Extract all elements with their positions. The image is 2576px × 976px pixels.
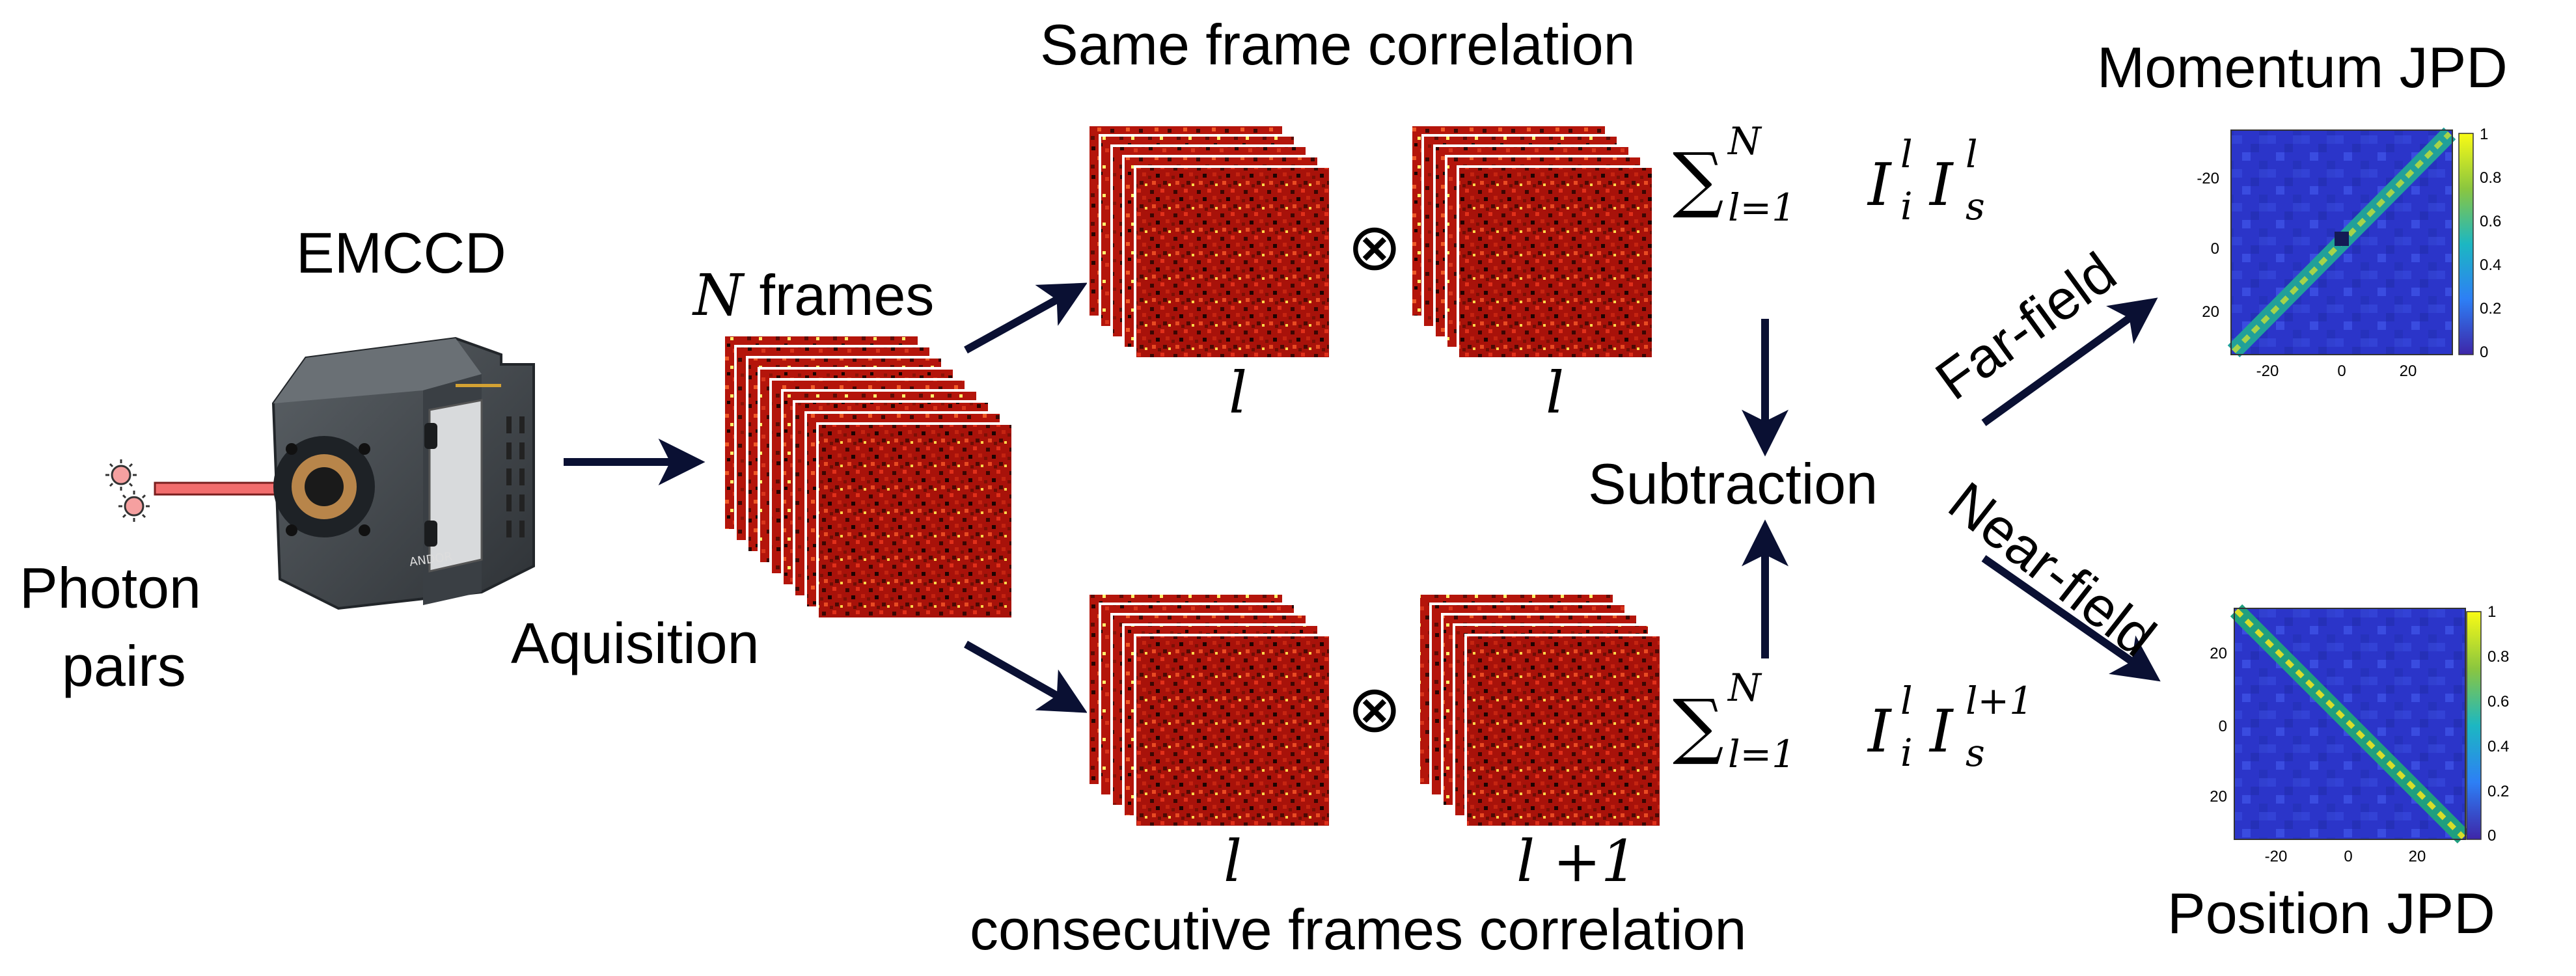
index-bottom-right: l +1: [1516, 828, 1637, 895]
position-colorbar: [2466, 611, 2482, 840]
intensity-i-sup: l: [1900, 679, 1913, 723]
momentum-cbar-tick: 1: [2480, 126, 2488, 143]
momentum-center-dip: [2335, 232, 2349, 246]
arrows: [564, 282, 2161, 713]
frame-stack-top-right: [1410, 124, 1654, 360]
position-ytick-top: 20: [2210, 645, 2227, 662]
intensity-i-sup: l: [1900, 132, 1913, 176]
tensor-product-icon-bottom: ⊗: [1347, 671, 1402, 747]
intensity-i: I: [1868, 151, 1891, 219]
momentum-colorbar: [2458, 133, 2474, 355]
position-ytick-mid: 0: [2219, 718, 2227, 735]
n-frames-stack: [722, 334, 1014, 620]
momentum-cbar-tick: 0.4: [2480, 256, 2501, 274]
sum-lower: l=1: [1728, 732, 1796, 776]
momentum-ytick-top: -20: [2197, 170, 2219, 187]
camera-label: EMCCD: [296, 221, 506, 285]
sum-lower: l=1: [1728, 185, 1796, 230]
momentum-jpd-title: Momentum JPD: [2097, 35, 2508, 100]
index-top-left: l: [1229, 359, 1248, 426]
photon-a: [105, 459, 137, 491]
tensor-product-icon-top: ⊗: [1347, 209, 1402, 285]
momentum-ytick-mid: 0: [2211, 240, 2219, 258]
n-frames-symbol: N: [693, 262, 743, 329]
position-cbar-tick: 0.6: [2487, 693, 2509, 711]
same-frame-sum-formula: ∑ N l=1 I l i I l s: [1673, 122, 2037, 230]
position-ytick-bottom: 20: [2210, 788, 2227, 806]
intensity-s-sup: l+1: [1966, 679, 2034, 723]
momentum-cbar-tick: 0: [2480, 344, 2488, 361]
position-cbar-tick: 0.2: [2487, 783, 2509, 800]
consecutive-frames-title: consecutive frames correlation: [970, 897, 1747, 962]
momentum-cbar-tick: 0.8: [2480, 169, 2501, 187]
sum-upper: N: [1728, 666, 1761, 710]
sum-symbol: ∑: [1673, 684, 1724, 767]
intensity-s-sub: s: [1966, 731, 1985, 775]
momentum-cbar-tick: 0.2: [2480, 300, 2501, 318]
position-cbar-tick: 0.4: [2487, 738, 2509, 755]
momentum-ytick-bottom: 20: [2202, 303, 2219, 321]
far-field-arrow: [1981, 297, 2158, 426]
arrow-to-same-frame: [964, 282, 1088, 354]
position-cbar-tick: 1: [2487, 603, 2496, 621]
position-xtick-right: 20: [2409, 848, 2426, 865]
frame-stack-bottom-left: [1087, 592, 1332, 828]
photon-pairs-label-line2: pairs: [62, 634, 186, 698]
intensity-i-sub: i: [1900, 731, 1913, 775]
same-frame-title: Same frame correlation: [1040, 12, 1636, 77]
intensity-s-sub: s: [1966, 184, 1985, 228]
near-field-arrow: [1981, 555, 2161, 682]
index-top-right: l: [1546, 359, 1565, 426]
consecutive-sum-formula: ∑ N l=1 I l i I l+1 s: [1673, 669, 2102, 776]
intensity-i-sub: i: [1900, 184, 1913, 228]
position-cbar-tick: 0: [2487, 827, 2496, 845]
position-correlation-line: [2234, 608, 2465, 839]
frame-stack-top-left: [1087, 124, 1332, 360]
sum-symbol: ∑: [1673, 137, 1724, 221]
momentum-xtick-mid: 0: [2337, 362, 2346, 380]
acquisition-label: Aquisition: [511, 611, 760, 675]
index-bottom-left: l: [1224, 828, 1242, 895]
momentum-cbar-tick: 0.6: [2480, 213, 2501, 230]
intensity-s-sup: l: [1966, 132, 1978, 176]
frame-stack-bottom-right: [1418, 592, 1662, 828]
far-field-label: Far-field: [1925, 241, 2128, 412]
n-frames-text: frames: [759, 263, 935, 327]
arrow-to-consecutive: [964, 640, 1088, 713]
momentum-jpd-plot: -20 0 20 -20 0 20 1 0.8 0.6 0.4 0.2 0: [2197, 126, 2501, 380]
intensity-s: I: [1930, 151, 1953, 219]
position-jpd-title: Position JPD: [2167, 881, 2495, 945]
intensity-s: I: [1930, 698, 1953, 766]
emccd-camera-icon: ANDOR: [271, 336, 535, 610]
position-xtick-left: -20: [2265, 848, 2288, 865]
camera-lens-mount: [273, 436, 375, 537]
intensity-i: I: [1868, 698, 1891, 766]
subtraction-label: Subtraction: [1588, 452, 1878, 516]
photon-b: [118, 491, 150, 522]
momentum-xtick-left: -20: [2256, 362, 2279, 380]
n-frames-label: N frames: [693, 267, 934, 324]
momentum-xtick-right: 20: [2400, 362, 2417, 380]
position-cbar-tick: 0.8: [2487, 648, 2509, 666]
position-xtick-mid: 0: [2344, 848, 2352, 865]
near-field-label: Near-field: [1937, 470, 2167, 669]
position-jpd-plot: 20 0 20 -20 0 20 1 0.8 0.6 0.4 0.2 0: [2210, 603, 2509, 865]
sum-upper: N: [1728, 119, 1761, 163]
photon-pairs-label-line1: Photon: [20, 556, 201, 620]
camera-heatsink: [428, 384, 525, 573]
